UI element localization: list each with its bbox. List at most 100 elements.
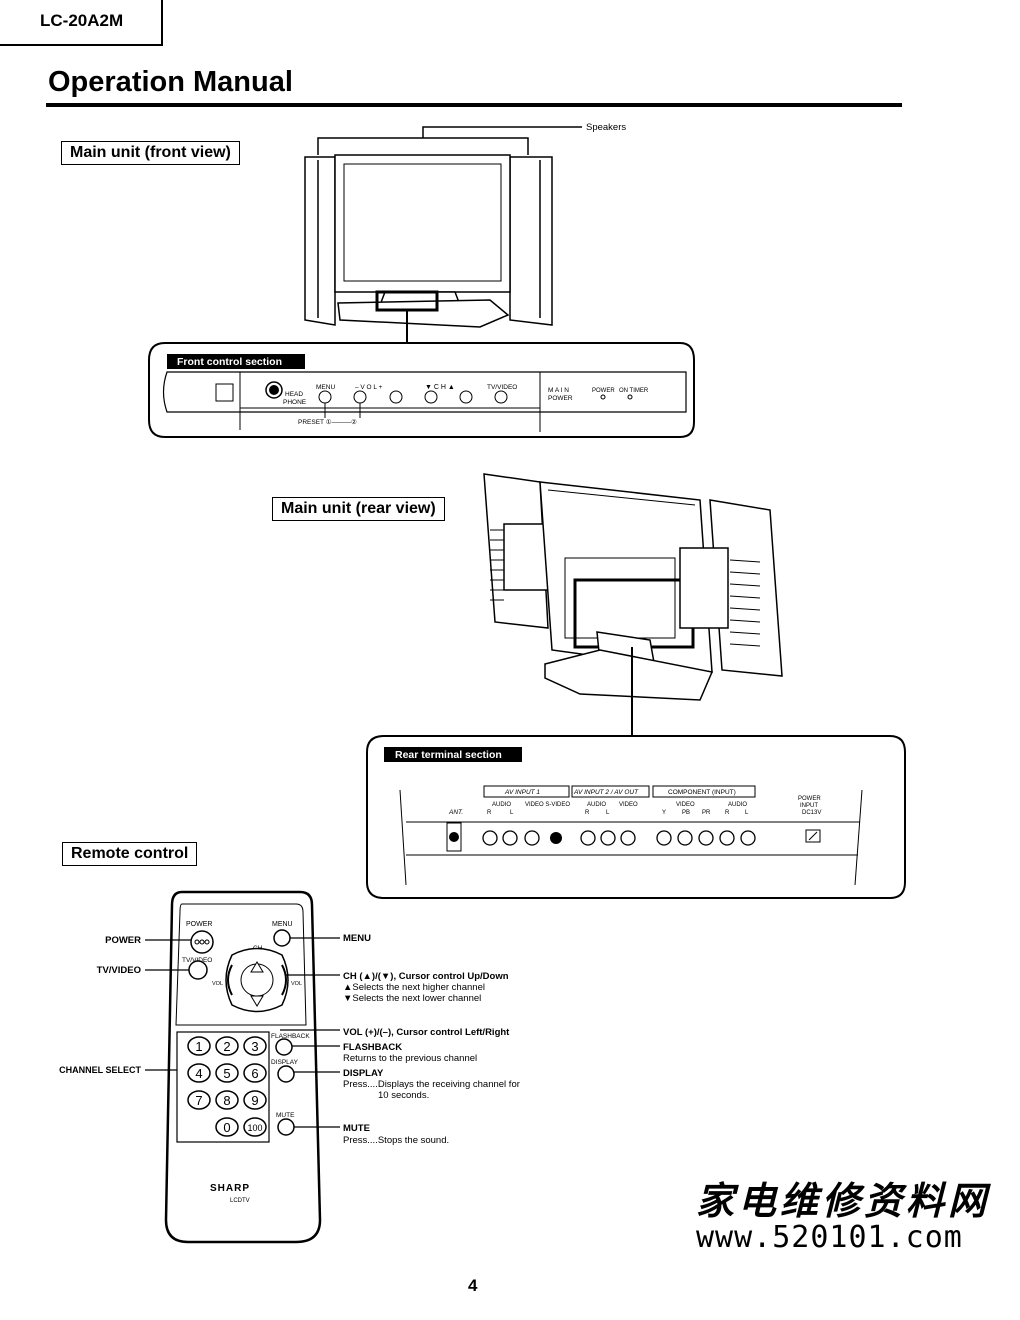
svg-text:POWER: POWER — [105, 935, 141, 946]
key-6[interactable] — [243, 1063, 267, 1083]
rear-tv-illustration — [483, 473, 783, 736]
key-8[interactable] — [215, 1090, 239, 1110]
remote-mute-button[interactable] — [277, 1118, 295, 1136]
svg-text:5: 5 — [223, 1066, 230, 1081]
svg-text:7: 7 — [195, 1093, 202, 1108]
svg-text:▼Selects the next lower channe: ▼Selects the next lower channel — [343, 993, 481, 1004]
svg-text:FLASHBACK: FLASHBACK — [271, 1033, 310, 1040]
svg-text:AUDIO: AUDIO — [587, 802, 606, 808]
front-vol-up-button[interactable] — [389, 390, 403, 404]
svg-text:AUDIO: AUDIO — [728, 802, 747, 808]
svg-text:8: 8 — [223, 1093, 230, 1108]
remote-callout-lines — [145, 937, 340, 1128]
svg-text:MENU: MENU — [316, 384, 335, 391]
svg-text:L: L — [606, 810, 610, 816]
front-control-section: Front control section HEAD PHONE MENU – … — [148, 342, 695, 438]
svg-text:Returns to the previous channe: Returns to the previous channel — [343, 1053, 477, 1064]
svg-text:PHONE: PHONE — [283, 399, 307, 406]
remote-callouts: POWER TV/VIDEO CHANNEL SELECT MENU CH (▲… — [59, 933, 510, 1134]
svg-text:TV/VIDEO: TV/VIDEO — [97, 965, 141, 976]
key-0[interactable] — [215, 1117, 239, 1137]
svg-text:PRESET ①———②: PRESET ①———② — [298, 418, 357, 426]
key-9[interactable] — [243, 1090, 267, 1110]
front-tv-illustration — [304, 126, 582, 343]
remote-menu-button[interactable] — [273, 929, 291, 947]
svg-text:▼ C H ▲: ▼ C H ▲ — [425, 384, 455, 391]
model-tab: LC-20A2M — [0, 0, 163, 46]
key-5[interactable] — [215, 1063, 239, 1083]
page-number: 4 — [468, 1276, 478, 1295]
svg-text:AUDIO: AUDIO — [492, 802, 511, 808]
svg-text:PB: PB — [682, 810, 690, 816]
svg-text:VIDEO: VIDEO — [676, 802, 695, 808]
remote-callout-descriptions: ▲Selects the next higher channel ▼Select… — [343, 982, 520, 1146]
svg-text:R: R — [725, 810, 730, 816]
svg-text:VOL: VOL — [291, 981, 302, 987]
front-ch-up-button[interactable] — [459, 390, 473, 404]
model-number: LC-20A2M — [40, 11, 124, 30]
svg-text:Press....Displays the receivin: Press....Displays the receiving channel … — [343, 1079, 520, 1090]
svg-text:INPUT: INPUT — [800, 803, 818, 809]
remote-number-keys: 1 2 3 4 5 6 7 8 9 0 100 — [187, 1036, 267, 1137]
svg-text:MENU: MENU — [272, 921, 293, 928]
key-2[interactable] — [215, 1036, 239, 1056]
svg-text:2: 2 — [223, 1039, 230, 1054]
rear-section-title: Rear terminal section — [395, 749, 502, 761]
svg-text:FLASHBACK: FLASHBACK — [343, 1042, 402, 1053]
svg-text:▲Selects the next higher chann: ▲Selects the next higher channel — [343, 982, 485, 993]
remote-display-button[interactable] — [277, 1065, 295, 1083]
svg-text:TV/VIDEO: TV/VIDEO — [487, 384, 517, 391]
svg-text:MUTE: MUTE — [276, 1112, 295, 1119]
remote-power-button[interactable] — [190, 930, 214, 954]
svg-text:6: 6 — [251, 1066, 258, 1081]
watermark-cn: 家电维修资料网 — [696, 1178, 991, 1223]
svg-text:4: 4 — [195, 1066, 202, 1081]
svg-text:LCDTV: LCDTV — [230, 1198, 250, 1204]
svg-text:DISPLAY: DISPLAY — [343, 1068, 384, 1079]
svg-text:1: 1 — [195, 1039, 202, 1054]
key-100[interactable] — [243, 1117, 267, 1137]
svg-text:0: 0 — [223, 1120, 230, 1135]
svg-text:VIDEO S-VIDEO: VIDEO S-VIDEO — [525, 802, 570, 808]
speakers-callout: Speakers — [586, 122, 626, 133]
svg-text:L: L — [745, 810, 749, 816]
key-1[interactable] — [187, 1036, 211, 1056]
remote-flashback-button[interactable] — [275, 1038, 293, 1056]
svg-text:POWER: POWER — [548, 395, 573, 402]
svg-text:SHARP: SHARP — [210, 1183, 250, 1194]
svg-text:ANT.: ANT. — [448, 809, 463, 816]
svg-text:DC13V: DC13V — [802, 810, 821, 816]
svg-text:AV INPUT 1: AV INPUT 1 — [504, 789, 540, 796]
svg-text:R: R — [487, 810, 492, 816]
svg-text:POWER: POWER — [186, 921, 212, 928]
front-ch-down-button[interactable] — [424, 390, 438, 404]
front-tvvideo-button[interactable] — [494, 390, 508, 404]
svg-text:CHANNEL SELECT: CHANNEL SELECT — [59, 1065, 141, 1075]
title-rule — [46, 103, 902, 107]
svg-text:Press....Stops the sound.: Press....Stops the sound. — [343, 1135, 449, 1146]
svg-text:100: 100 — [247, 1123, 262, 1133]
front-section-title: Front control section — [177, 356, 282, 368]
svg-text:POWER: POWER — [798, 796, 821, 802]
svg-text:MENU: MENU — [343, 933, 371, 944]
svg-text:VIDEO: VIDEO — [619, 802, 638, 808]
rear-terminal-section: Rear terminal section AV INPUT 1 AV INPU… — [366, 735, 906, 899]
front-menu-button[interactable] — [318, 390, 332, 404]
svg-text:9: 9 — [251, 1093, 258, 1108]
svg-text:Y: Y — [662, 810, 666, 816]
key-4[interactable] — [187, 1063, 211, 1083]
key-7[interactable] — [187, 1090, 211, 1110]
remote-illustration: POWER MENU TV/VIDEO CH VOL VOL FLASHBACK… — [164, 890, 322, 1244]
svg-text:MUTE: MUTE — [343, 1123, 370, 1134]
svg-text:CH (▲)/(▼), Cursor control Up/: CH (▲)/(▼), Cursor control Up/Down — [343, 971, 509, 982]
remote-tvvideo-button[interactable] — [188, 960, 208, 980]
label-rear-view: Main unit (rear view) — [272, 497, 445, 521]
svg-text:VOL (+)/(–), Cursor control Le: VOL (+)/(–), Cursor control Left/Right — [343, 1027, 510, 1038]
key-3[interactable] — [243, 1036, 267, 1056]
svg-text:POWER: POWER — [592, 388, 615, 394]
front-vol-down-button[interactable] — [353, 390, 367, 404]
svg-text:VOL: VOL — [212, 981, 223, 987]
label-remote: Remote control — [62, 842, 198, 866]
svg-text:R: R — [585, 810, 590, 816]
